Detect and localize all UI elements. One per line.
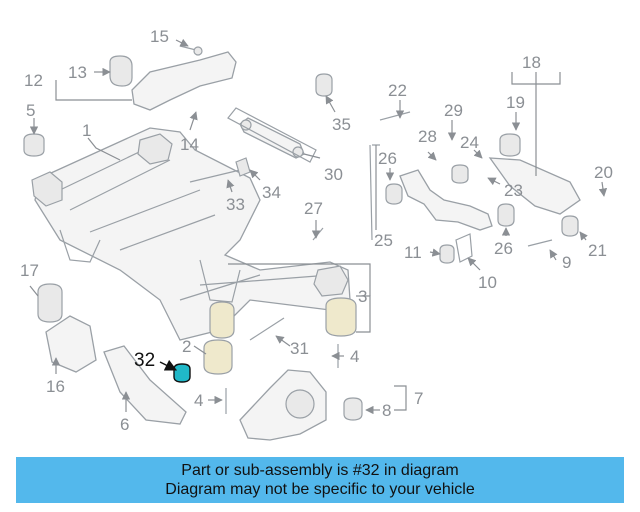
label-9: 9: [562, 253, 571, 272]
label-32: 32: [134, 350, 155, 371]
label-35: 35: [332, 115, 351, 134]
label-8: 8: [382, 401, 391, 420]
label-6: 6: [120, 415, 129, 434]
label-7: 7: [414, 389, 423, 408]
label-29: 29: [444, 101, 463, 120]
label-28: 28: [418, 127, 437, 146]
label-18: 18: [522, 53, 541, 72]
label-3: 3: [358, 287, 367, 306]
subframe-bushings: [203, 297, 357, 375]
label-21: 21: [588, 241, 607, 260]
label-4-lower: 4: [194, 391, 203, 410]
leader-lines: [29, 38, 608, 415]
label-26-left: 26: [378, 149, 397, 168]
rear-knuckle: [239, 369, 363, 441]
label-24: 24: [460, 133, 479, 152]
label-20: 20: [594, 163, 613, 182]
label-11: 11: [404, 243, 422, 262]
label-4-right: 4: [350, 347, 359, 366]
rear-subframe: [31, 127, 351, 341]
label-22: 22: [388, 81, 407, 100]
label-16: 16: [46, 377, 65, 396]
label-13: 13: [68, 63, 87, 82]
label-12: 12: [24, 71, 43, 90]
label-27: 27: [304, 199, 323, 218]
toe-link: [227, 107, 317, 163]
label-5: 5: [26, 101, 35, 120]
callout-labels: 1 2 3 4 4 5 6 7 8 9 10 11 12 13 14 15 16…: [20, 27, 613, 434]
info-banner: Part or sub-assembly is #32 in diagram D…: [16, 457, 624, 503]
label-19: 19: [506, 93, 525, 112]
banner-line-1: Part or sub-assembly is #32 in diagram: [181, 462, 459, 479]
label-23: 23: [504, 181, 523, 200]
label-10: 10: [478, 273, 497, 292]
label-31: 31: [290, 339, 309, 358]
label-25: 25: [374, 231, 393, 250]
lower-control-arm: [488, 133, 581, 237]
label-17: 17: [20, 261, 39, 280]
part-32-highlight[interactable]: [159, 359, 191, 383]
label-15: 15: [150, 27, 169, 46]
label-14: 14: [180, 135, 199, 154]
label-26-right: 26: [494, 239, 513, 258]
label-30: 30: [324, 165, 343, 184]
label-34: 34: [262, 183, 281, 202]
label-2: 2: [182, 337, 191, 356]
label-33: 33: [226, 195, 245, 214]
upper-arm-assembly: [23, 45, 333, 157]
trailing-arm-links: [379, 111, 553, 264]
label-1: 1: [82, 121, 91, 140]
banner-line-2: Diagram may not be specific to your vehi…: [165, 481, 475, 498]
